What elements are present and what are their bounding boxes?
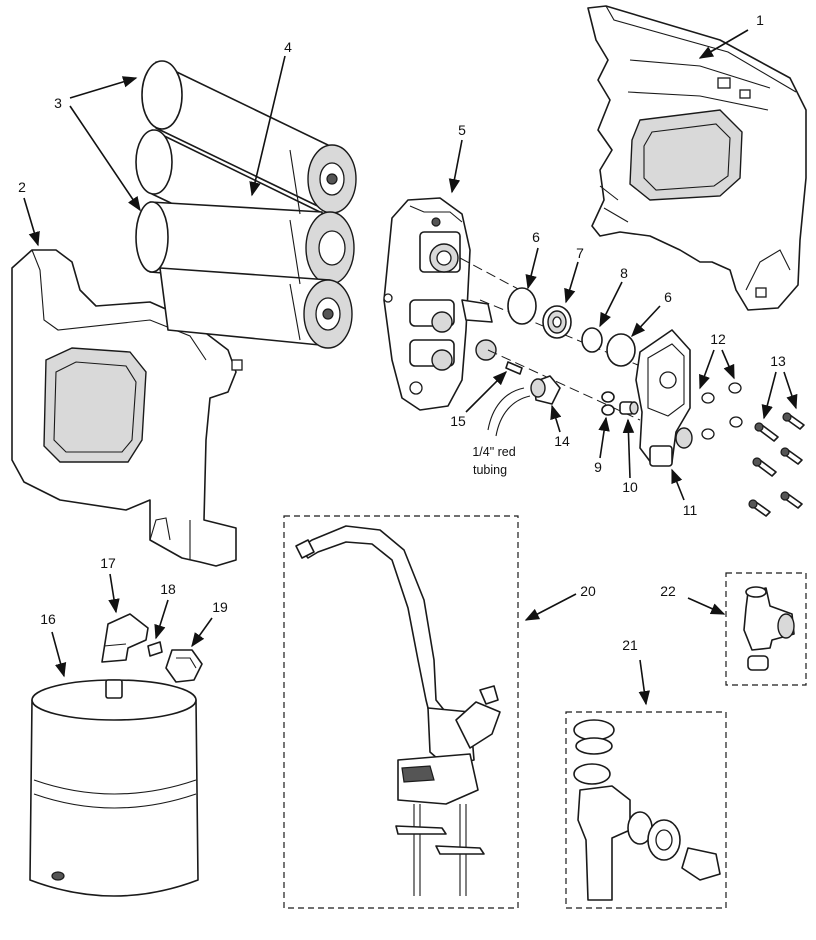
callout-8: 8 [620, 265, 628, 281]
callout-5: 5 [458, 122, 466, 138]
red-tubing [487, 387, 531, 437]
callout-6b: 6 [664, 289, 672, 305]
callout-17: 17 [100, 555, 116, 571]
callout-18: 18 [160, 581, 176, 597]
callout-numbers: 1 2 3 4 5 6 7 8 6 9 10 11 12 13 14 15 16… [18, 12, 786, 653]
part-1-mounting-bracket [587, 5, 807, 311]
part-6-oring-large [606, 333, 636, 367]
part-7-check-valve [542, 305, 572, 339]
leader-lines [23, 29, 798, 706]
tubing-note: 1/4" red tubing [472, 445, 515, 477]
part-16-storage-tank [29, 679, 199, 897]
part-6-oring [507, 287, 537, 325]
tubing-note-line1: 1/4" red [472, 445, 515, 459]
part-18-insert [147, 641, 163, 657]
callout-21: 21 [622, 637, 638, 653]
part-3-4-filter-cartridges [135, 60, 357, 349]
tubing-note-line2: tubing [473, 463, 507, 477]
callout-3: 3 [54, 95, 62, 111]
part-13-screws [748, 412, 805, 517]
part-20-faucet-box [283, 515, 519, 909]
part-19-nut [165, 649, 203, 683]
part-17-tank-elbow [101, 613, 149, 663]
part-8-oring-small [581, 327, 603, 353]
callout-20: 20 [580, 583, 596, 599]
callout-1: 1 [756, 12, 764, 28]
callout-4: 4 [284, 39, 292, 55]
part-11-valve-body [635, 329, 693, 467]
part-10-check-valve-insert [619, 401, 639, 415]
callout-15: 15 [450, 413, 466, 429]
callout-13: 13 [770, 353, 786, 369]
callout-11: 11 [683, 502, 698, 518]
part-22-tee-fitting-box [725, 572, 807, 686]
callout-9: 9 [594, 459, 602, 475]
callout-19: 19 [212, 599, 228, 615]
part-9-orings [601, 391, 615, 416]
callout-14: 14 [554, 433, 570, 449]
part-12-washers [701, 382, 743, 440]
part-14-elbow-fitting [530, 375, 561, 405]
callout-6: 6 [532, 229, 540, 245]
part-5-manifold [383, 197, 497, 411]
callout-16: 16 [40, 611, 56, 627]
callout-7: 7 [576, 245, 584, 261]
callout-2: 2 [18, 179, 26, 195]
part-15-flow-restrictor [505, 361, 523, 375]
part-21-drain-saddle-box [565, 711, 727, 909]
callout-22: 22 [660, 583, 676, 599]
callout-12: 12 [710, 331, 726, 347]
callout-10: 10 [622, 479, 638, 495]
